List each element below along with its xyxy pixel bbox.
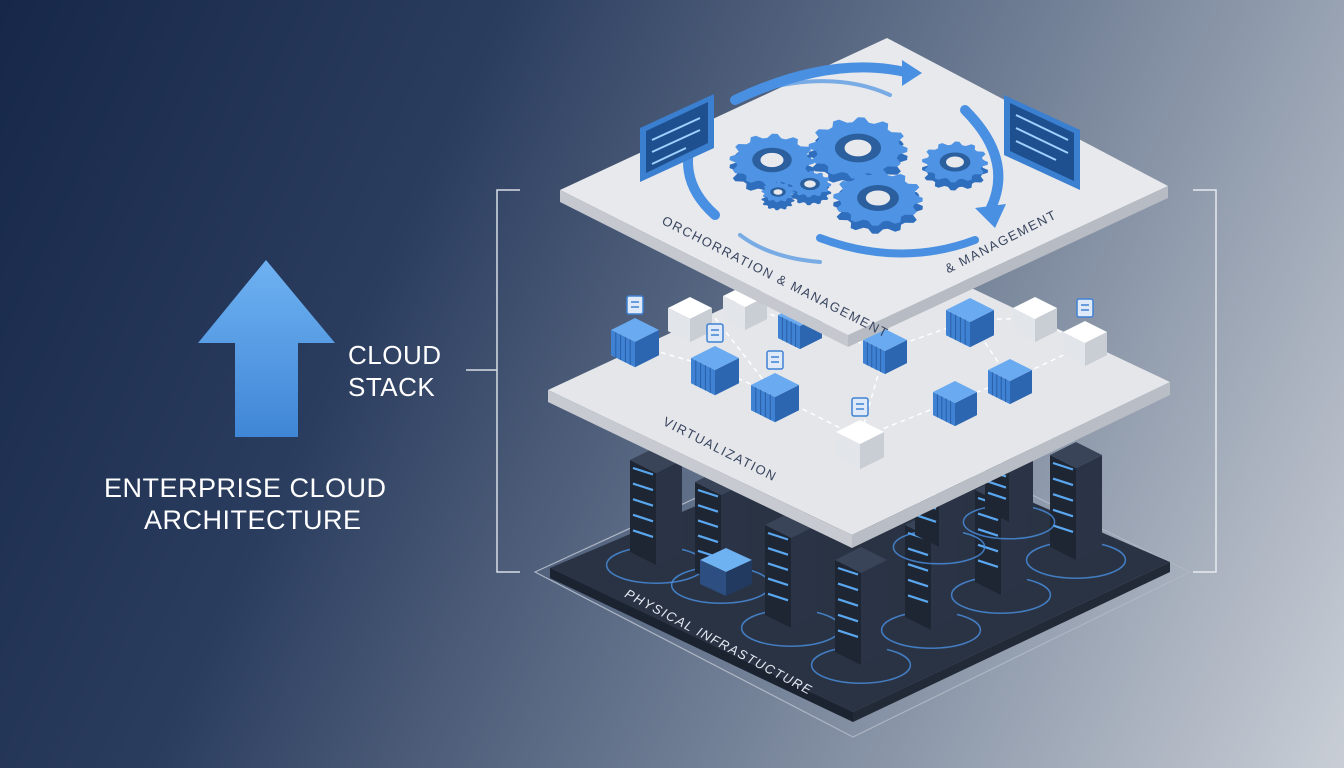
container-cube-icon: [1013, 297, 1057, 343]
document-icon: [626, 295, 644, 315]
server-rack-icon: [810, 547, 912, 684]
stack-label-line2: STACK: [348, 372, 436, 402]
up-arrow-icon: [198, 260, 335, 437]
lock-icon: [766, 350, 784, 370]
container-cube-group: [611, 285, 1107, 470]
physical-infrastructure-layer: [533, 416, 1192, 738]
container-cube-icon: [1063, 298, 1107, 367]
server-rack-icon: [1025, 442, 1127, 579]
stack-bracket-left: [466, 189, 520, 573]
container-cube-icon: [836, 397, 884, 470]
container-cube-icon: [668, 297, 712, 343]
container-cube-icon: [611, 295, 659, 368]
storage-unit-icon: [700, 548, 752, 596]
container-cube-icon: [723, 285, 767, 331]
gear-icon: [788, 170, 832, 206]
document-icon: [1076, 298, 1094, 318]
stack-bracket-right: [1193, 189, 1217, 573]
dashboard-panel-icon: [640, 94, 714, 182]
orchestration-layer: [560, 38, 1168, 347]
wifi-icon: [851, 397, 869, 417]
container-cube-icon: [933, 381, 977, 427]
container-cube-icon: [988, 359, 1032, 405]
container-cube-icon: [691, 323, 739, 396]
container-cube-icon: [751, 350, 799, 423]
gear-icon: [833, 170, 923, 234]
container-cube-icon: [946, 298, 994, 348]
dashboard-panel-icon: [1004, 95, 1080, 190]
diagram-title-line1: ENTERPRISE CLOUD: [104, 473, 387, 503]
gear-cluster: [729, 117, 988, 234]
gear-icon: [922, 141, 988, 191]
lock-icon: [706, 323, 724, 343]
diagram-title-line2: ARCHITECTURE: [144, 505, 362, 535]
gear-icon: [761, 181, 795, 211]
stack-label-line1: CLOUD: [348, 340, 442, 370]
virtualization-layer: [548, 240, 1170, 548]
server-rack-icon: [740, 512, 842, 647]
